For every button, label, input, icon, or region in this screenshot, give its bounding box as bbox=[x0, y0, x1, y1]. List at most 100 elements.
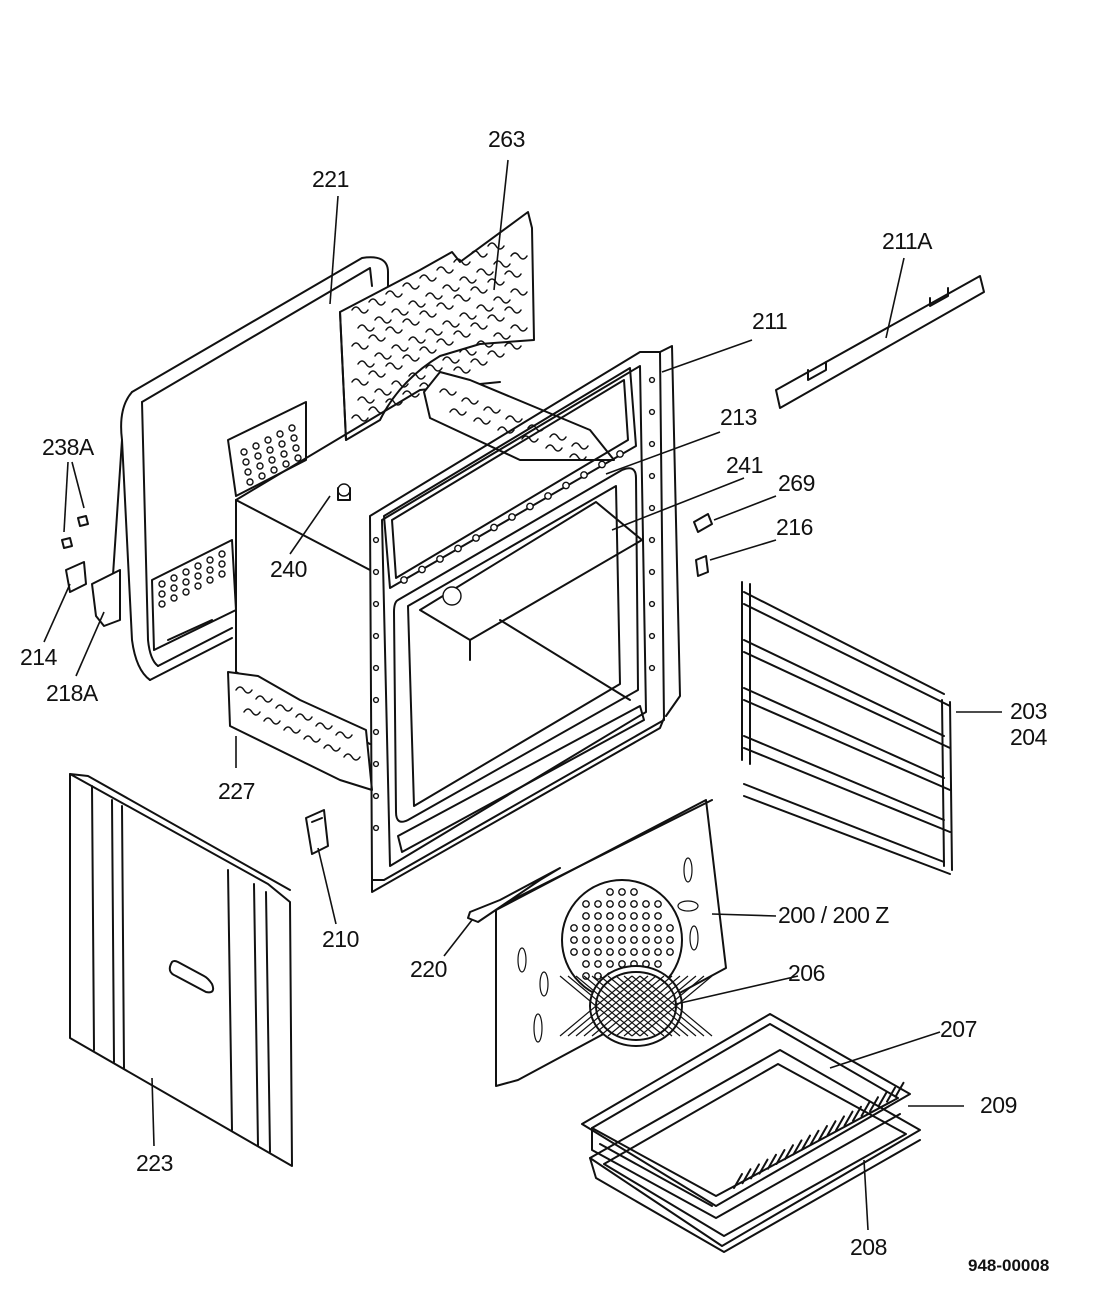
perforation-hole bbox=[618, 912, 626, 920]
perforation-hole bbox=[654, 912, 662, 920]
shelf-rail-wire bbox=[743, 651, 951, 749]
front-frame-holes bbox=[372, 376, 656, 832]
trim-211A bbox=[775, 275, 985, 409]
insulation-fiber bbox=[315, 722, 333, 730]
insulation-fiber bbox=[419, 310, 437, 318]
clip-210 bbox=[305, 809, 329, 855]
grill-bar bbox=[877, 1091, 888, 1108]
perforation-hole bbox=[606, 900, 614, 908]
frame-hole bbox=[372, 760, 380, 768]
grill-bar bbox=[826, 1120, 837, 1137]
perforation-hole bbox=[606, 912, 614, 920]
callout-208: 208 bbox=[850, 1234, 887, 1260]
grill-bar bbox=[852, 1105, 862, 1122]
callout-209: 209 bbox=[980, 1092, 1017, 1118]
frame-hole bbox=[562, 481, 570, 490]
insulation-fiber bbox=[510, 324, 528, 332]
vent-hole bbox=[270, 466, 278, 474]
mesh-wire bbox=[615, 975, 689, 1037]
insulation-fiber bbox=[391, 380, 409, 388]
perforation-hole bbox=[666, 936, 674, 944]
perforation-hole bbox=[642, 948, 650, 956]
callout-200-200Z: 200 / 200 Z bbox=[778, 902, 889, 928]
insulation-fiber bbox=[510, 288, 528, 296]
shelf-rail-wire bbox=[743, 735, 945, 821]
vent-hole bbox=[194, 572, 202, 580]
perforation-hole bbox=[630, 924, 638, 932]
insulation-fiber bbox=[476, 340, 494, 348]
perforation-hole bbox=[606, 924, 614, 932]
insulation-fiber bbox=[391, 344, 409, 352]
vent-hole bbox=[194, 582, 202, 590]
perforation-hole bbox=[654, 924, 662, 932]
perforation-hole bbox=[642, 936, 650, 944]
frame-hole bbox=[400, 576, 408, 584]
insulation-fiber bbox=[487, 242, 505, 250]
shelf-rail-wire bbox=[743, 795, 951, 875]
perforation-hole bbox=[594, 924, 602, 932]
insulation-fiber bbox=[436, 266, 454, 274]
frame-hole bbox=[648, 408, 656, 416]
insulation-fiber bbox=[439, 388, 457, 396]
insulation-fiber bbox=[504, 342, 522, 350]
vent-hole bbox=[170, 584, 178, 592]
insulation-fiber bbox=[368, 298, 386, 306]
perforation-hole bbox=[606, 888, 614, 896]
perforation-hole bbox=[654, 900, 662, 908]
insulation-fiber bbox=[470, 358, 488, 366]
insulation-fiber bbox=[391, 308, 409, 316]
insulation-fiber bbox=[402, 318, 420, 326]
perforation-hole bbox=[594, 912, 602, 920]
perforation-hole bbox=[618, 924, 626, 932]
insulation-fiber bbox=[453, 258, 471, 266]
vent-hole bbox=[170, 594, 178, 602]
insulation-fiber bbox=[351, 414, 369, 422]
frame-hole bbox=[648, 440, 656, 448]
vent-hole bbox=[158, 600, 166, 608]
perforation-hole bbox=[594, 960, 602, 968]
perforation-hole bbox=[630, 912, 638, 920]
perforation-hole bbox=[630, 888, 638, 896]
vent-hole bbox=[252, 442, 260, 450]
insulation-fiber bbox=[351, 342, 369, 350]
perforation-hole bbox=[618, 948, 626, 956]
frame-hole bbox=[490, 523, 498, 532]
callout-241: 241 bbox=[726, 452, 763, 478]
insulation-fiber bbox=[442, 320, 460, 328]
insulation-fiber bbox=[436, 302, 454, 310]
insulation-fiber bbox=[459, 312, 477, 320]
insulation-fiber bbox=[476, 304, 494, 312]
insulation-fiber bbox=[374, 316, 392, 324]
insulation-fiber bbox=[385, 362, 403, 370]
vent-hole bbox=[170, 574, 178, 582]
callout-216: 216 bbox=[776, 514, 813, 540]
frame-hole bbox=[616, 450, 624, 458]
perforation-hole bbox=[570, 936, 578, 944]
drawing-reference-number: 948-00008 bbox=[968, 1256, 1050, 1275]
callout-211: 211 bbox=[752, 308, 788, 334]
vent-hole bbox=[288, 424, 296, 432]
vent-hole bbox=[182, 588, 190, 596]
perforation-hole bbox=[594, 900, 602, 908]
mesh-grid bbox=[559, 975, 713, 1037]
insulation-fiber bbox=[442, 284, 460, 292]
insulation-fiber bbox=[419, 346, 437, 354]
insulation-fiber bbox=[243, 708, 261, 716]
grill-bar bbox=[835, 1115, 845, 1132]
mesh-wire bbox=[607, 975, 681, 1037]
callout-269: 269 bbox=[778, 470, 815, 496]
insulation-fiber bbox=[419, 274, 437, 282]
insulation-fiber bbox=[476, 268, 494, 276]
perforation-hole bbox=[594, 972, 602, 980]
insulation-fiber bbox=[425, 328, 443, 336]
insulation-263 bbox=[339, 211, 535, 441]
perforation-hole bbox=[582, 936, 590, 944]
grill-bar bbox=[792, 1139, 803, 1156]
insulation-fiber bbox=[374, 352, 392, 360]
vent-hole bbox=[242, 458, 250, 466]
vent-hole bbox=[194, 562, 202, 570]
mesh-wire bbox=[623, 975, 697, 1037]
frame-hole bbox=[648, 632, 656, 640]
shelf-rail-wire bbox=[743, 639, 945, 737]
vent-hole bbox=[244, 468, 252, 476]
